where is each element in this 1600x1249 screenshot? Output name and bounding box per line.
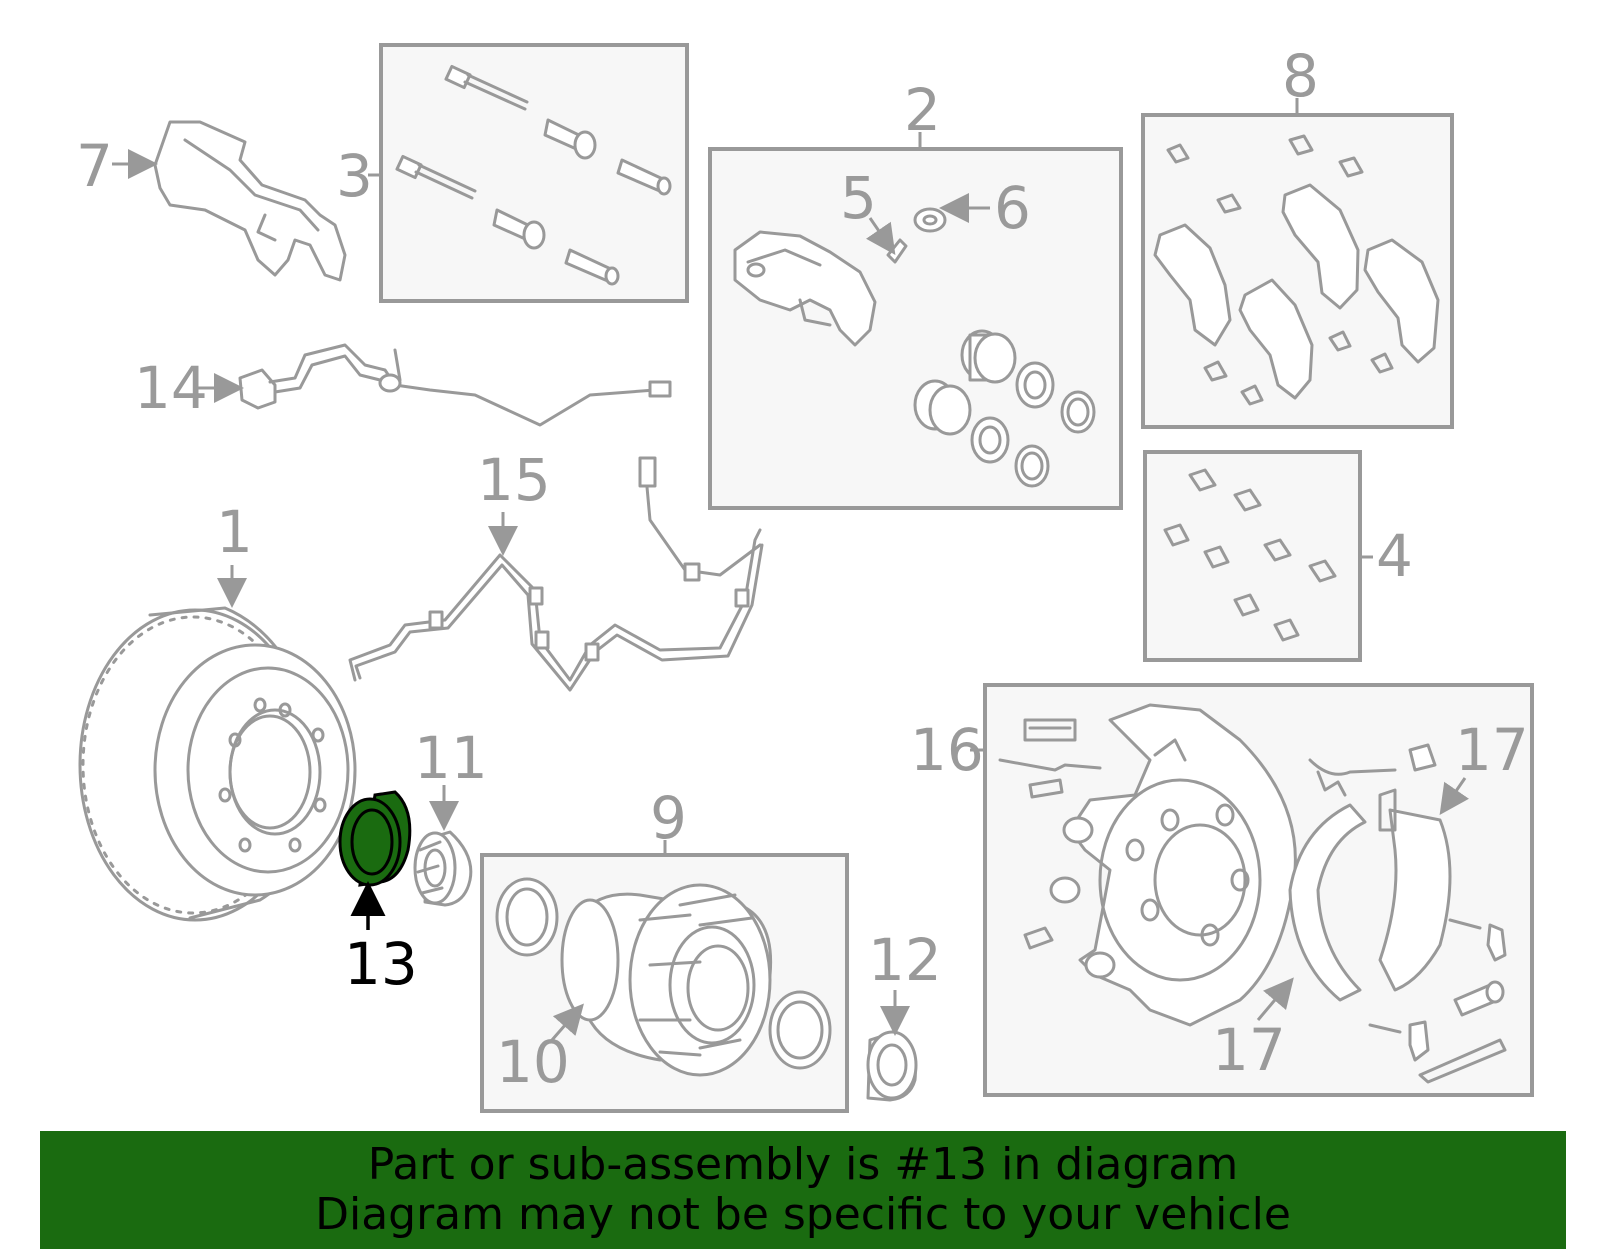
callout-10: 10 xyxy=(496,1028,570,1096)
callout-2: 2 xyxy=(904,76,941,144)
callout-15: 15 xyxy=(477,446,551,514)
brake-rotor xyxy=(78,606,357,922)
brake-hose xyxy=(238,343,672,427)
hardware-kit xyxy=(1163,468,1337,642)
callout-16: 16 xyxy=(910,716,984,784)
caliper-bracket-shield xyxy=(153,120,347,282)
inner-bearing xyxy=(413,830,473,907)
callout-11: 11 xyxy=(414,724,488,792)
callout-8: 8 xyxy=(1282,42,1319,110)
guide-pin-kit xyxy=(395,64,672,286)
callout-17-upper: 17 xyxy=(1455,716,1529,784)
callout-7: 7 xyxy=(76,132,113,200)
hub-assembly xyxy=(495,877,832,1077)
callout-3: 3 xyxy=(336,142,373,210)
leader-10 xyxy=(550,1003,584,1041)
leader-5 xyxy=(866,217,896,255)
box-part-2 xyxy=(708,147,1123,510)
outer-bearing xyxy=(866,1030,918,1102)
leader-17a xyxy=(1439,777,1469,815)
callout-6: 6 xyxy=(994,174,1031,242)
callout-4: 4 xyxy=(1376,522,1413,590)
backing-plate-parking-brake xyxy=(998,703,1297,1027)
callout-12: 12 xyxy=(868,926,942,994)
callout-1: 1 xyxy=(216,498,253,566)
brake-pad-set xyxy=(1153,134,1440,406)
info-banner: Part or sub-assembly is #13 in diagram D… xyxy=(40,1131,1566,1249)
callout-5: 5 xyxy=(840,164,877,232)
banner-disclaimer-text: Diagram may not be specific to your vehi… xyxy=(315,1189,1291,1240)
callout-14: 14 xyxy=(134,354,208,422)
parking-brake-shoes xyxy=(1288,743,1507,1084)
caliper-assembly xyxy=(733,207,1096,488)
banner-part-text: Part or sub-assembly is #13 in diagram xyxy=(367,1139,1239,1190)
callout-9: 9 xyxy=(650,784,687,852)
callout-17-lower: 17 xyxy=(1212,1016,1286,1084)
abs-sensor-wire xyxy=(348,456,764,692)
leader-17b xyxy=(1256,977,1294,1021)
box-part-4 xyxy=(1143,450,1362,662)
callout-13: 13 xyxy=(344,930,418,998)
